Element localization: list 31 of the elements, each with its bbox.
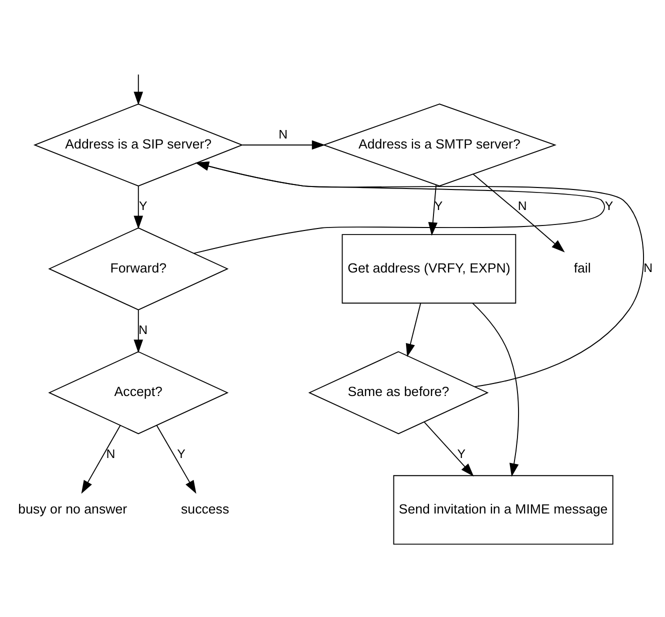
edge-label: Y (177, 446, 186, 460)
node-text: busy or no answer (18, 500, 128, 516)
node-diamond: Same as before? (308, 350, 489, 434)
edge-label: Y (604, 198, 614, 213)
edge-label: Y (139, 198, 148, 213)
edge-label: Y (434, 198, 443, 213)
arrow (472, 173, 565, 252)
arrow (472, 302, 519, 476)
edge-label: N (138, 322, 148, 337)
arrow (134, 309, 144, 352)
node-box: Get address (VRFY, EXPN) (342, 234, 516, 304)
node-text: success (180, 500, 230, 516)
node-diamond: Forward? (48, 226, 229, 310)
edge-label: Y (457, 446, 466, 460)
node-box: Send invitation in a MIME message (393, 474, 614, 544)
arrow (428, 184, 438, 236)
arrow (406, 302, 422, 357)
arrow (134, 74, 144, 105)
node-diamond: Address is a SIP server? (33, 103, 244, 186)
arrow (134, 185, 144, 229)
edge-label: N (644, 260, 653, 275)
arrow (156, 424, 196, 494)
edge-label: N (106, 446, 116, 460)
arrow (81, 424, 121, 494)
node-diamond: Address is a SMTP server? (322, 103, 556, 186)
arrow (242, 140, 326, 150)
node-diamond: Accept? (48, 350, 229, 434)
node-text: fail (574, 260, 591, 275)
edge-label: N (278, 127, 288, 142)
edge-label: N (518, 198, 527, 213)
arrow (424, 421, 474, 476)
